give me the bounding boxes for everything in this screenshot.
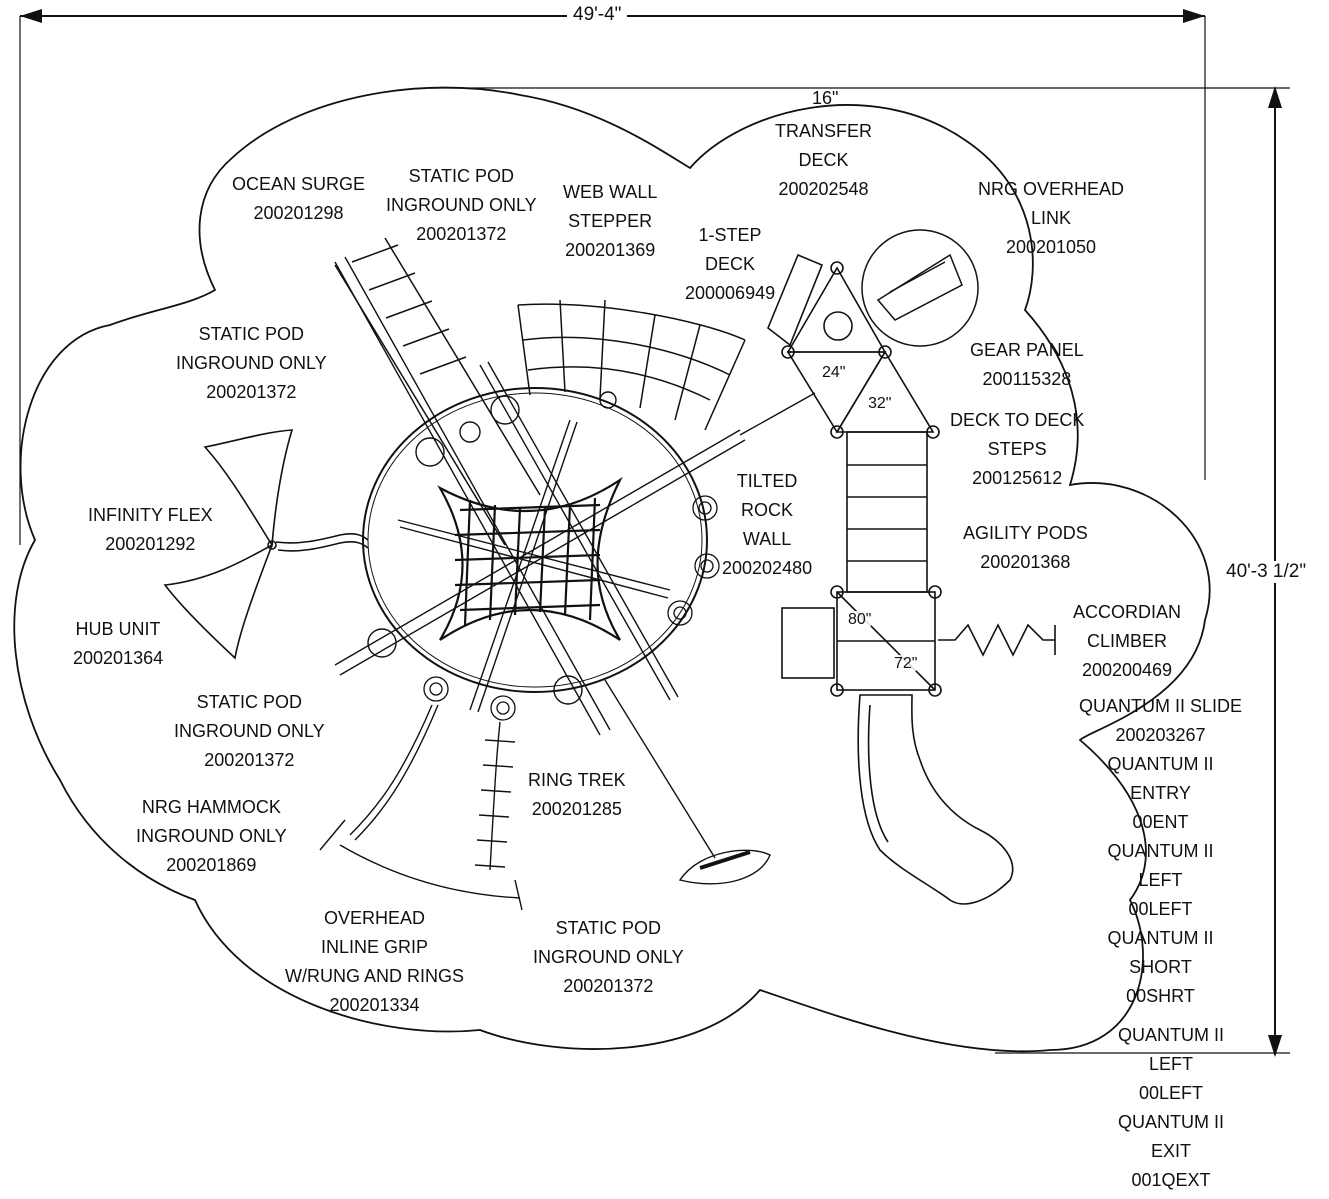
post-circles [367,391,617,705]
deck-height-72: 72" [892,655,920,673]
deck-height-32: 32" [866,395,894,413]
deck-height-16: 16" [812,88,839,108]
nrg-overhead-link [861,229,979,347]
overhead-inline-grip [319,704,523,911]
crossing-beams [334,256,816,736]
agility-pods [423,495,720,721]
rung-pole [604,679,771,885]
deck-tower [767,253,1056,697]
ring-trek [474,721,516,871]
deck-height-24: 24" [820,364,848,382]
play-area-boundary [13,86,1211,1053]
deck-height-80: 80" [846,611,874,629]
height-dimension: 40'-3 1/2" [1220,561,1313,583]
width-dimension: 49'-4" [567,4,628,26]
ocean-surge-ladder [334,237,541,546]
web-wall-stepper [517,299,746,431]
quantum-slide [857,694,1014,905]
main-ring [362,387,708,693]
infinity-flex [163,429,369,660]
